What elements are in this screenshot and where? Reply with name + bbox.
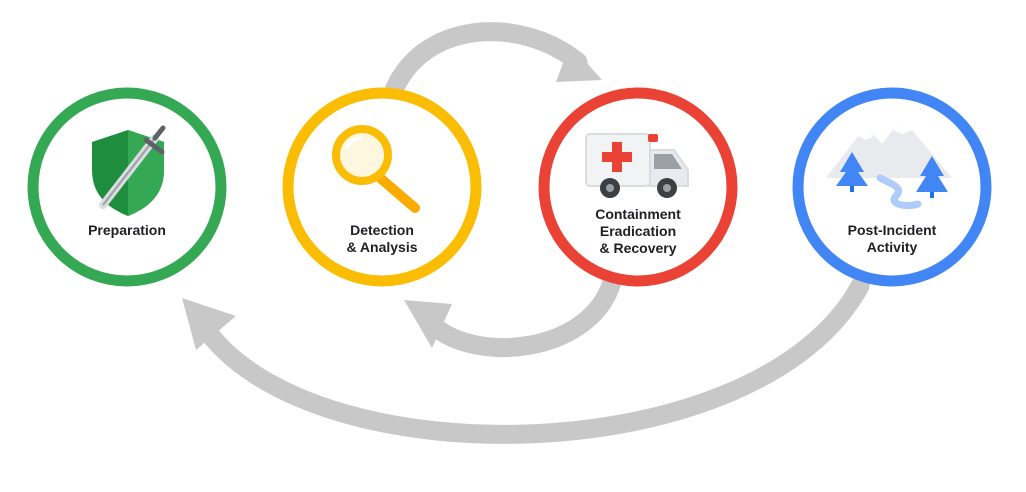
stage-label-post-incident: Post-Incident Activity bbox=[807, 222, 977, 256]
stage-circle-detection bbox=[282, 87, 482, 287]
arrow-post-incident-to-preparation bbox=[198, 276, 870, 444]
arrow-containment-to-detection bbox=[420, 272, 622, 357]
stage-label-preparation: Preparation bbox=[42, 222, 212, 239]
ambulance-icon bbox=[585, 133, 689, 198]
arrowhead-detection-to-containment bbox=[556, 44, 602, 82]
stage-label-line: Post-Incident bbox=[847, 222, 937, 238]
shield-sword-icon bbox=[92, 125, 166, 216]
stage-label-line: Detection bbox=[350, 222, 414, 238]
magnifier-icon bbox=[332, 125, 420, 213]
arrowhead-containment-to-detection bbox=[404, 300, 452, 348]
arrowhead-post-incident-to-preparation bbox=[182, 298, 236, 350]
stage-label-line: & Analysis bbox=[346, 239, 418, 255]
arrow-detection-to-containment bbox=[382, 22, 588, 105]
stage-label-containment: Containment Eradication & Recovery bbox=[553, 206, 723, 257]
mountain-landscape-icon bbox=[826, 118, 952, 210]
stage-label-line: & Recovery bbox=[599, 240, 677, 256]
stage-label-line: Eradication bbox=[599, 223, 677, 239]
stage-label-line: Containment bbox=[595, 206, 681, 222]
stage-label-line: Preparation bbox=[88, 222, 166, 238]
arrows-layer bbox=[182, 22, 870, 444]
stage-label-detection: Detection & Analysis bbox=[297, 222, 467, 256]
stage-label-line: Activity bbox=[866, 239, 918, 255]
